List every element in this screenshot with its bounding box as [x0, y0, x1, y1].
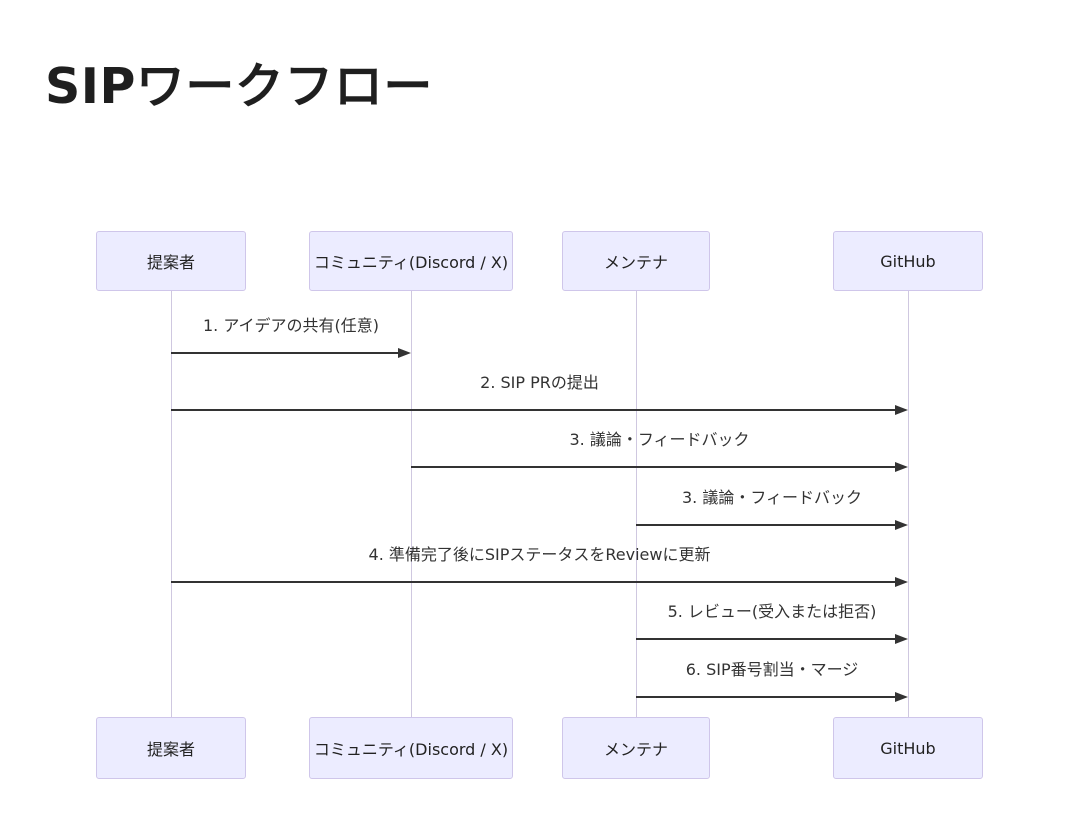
actor-label: メンテナ — [603, 253, 668, 272]
message-arrowhead-icon — [895, 577, 908, 587]
message-arrow-line — [171, 581, 897, 583]
actor-box-top-community: コミュニティ(Discord / X) — [309, 231, 513, 291]
actor-label: 提案者 — [146, 253, 195, 272]
actor-label: GitHub — [880, 738, 936, 758]
actor-label: コミュニティ(Discord / X) — [313, 253, 509, 272]
message-arrowhead-icon — [398, 348, 411, 358]
lifeline-github — [907, 291, 909, 717]
actor-box-top-proposer: 提案者 — [96, 231, 246, 291]
actor-box-bottom-proposer: 提案者 — [96, 717, 246, 779]
message-arrow-line — [411, 466, 897, 468]
actor-label: コミュニティ(Discord / X) — [313, 740, 509, 759]
message-arrowhead-icon — [895, 520, 908, 530]
message-label: 5. レビュー(受入または拒否) — [667, 602, 877, 621]
message-label: 3. 議論・フィードバック — [681, 488, 863, 507]
actor-label: GitHub — [880, 251, 936, 271]
actor-box-bottom-github: GitHub — [833, 717, 983, 779]
actor-label: メンテナ — [603, 740, 668, 759]
actor-box-bottom-maintainer: メンテナ — [562, 717, 710, 779]
message-label: 6. SIP番号割当・マージ — [685, 660, 859, 679]
message-arrow-line — [636, 696, 897, 698]
message-arrow-line — [636, 524, 897, 526]
lifeline-maintainer — [635, 291, 637, 717]
actor-box-bottom-community: コミュニティ(Discord / X) — [309, 717, 513, 779]
message-arrowhead-icon — [895, 634, 908, 644]
lifeline-proposer — [170, 291, 172, 717]
message-arrow-line — [171, 352, 400, 354]
message-label: 1. アイデアの共有(任意) — [202, 316, 380, 335]
message-arrowhead-icon — [895, 405, 908, 415]
message-arrow-line — [171, 409, 897, 411]
message-label: 2. SIP PRの提出 — [480, 373, 599, 392]
page-title: SIPワークフロー — [45, 57, 433, 115]
message-label: 4. 準備完了後にSIPステータスをReviewに更新 — [368, 545, 711, 564]
message-arrow-line — [636, 638, 897, 640]
actor-box-top-maintainer: メンテナ — [562, 231, 710, 291]
message-arrowhead-icon — [895, 692, 908, 702]
actor-label: 提案者 — [146, 740, 195, 759]
lifeline-community — [410, 291, 412, 717]
message-arrowhead-icon — [895, 462, 908, 472]
actor-box-top-github: GitHub — [833, 231, 983, 291]
message-label: 3. 議論・フィードバック — [569, 430, 750, 449]
